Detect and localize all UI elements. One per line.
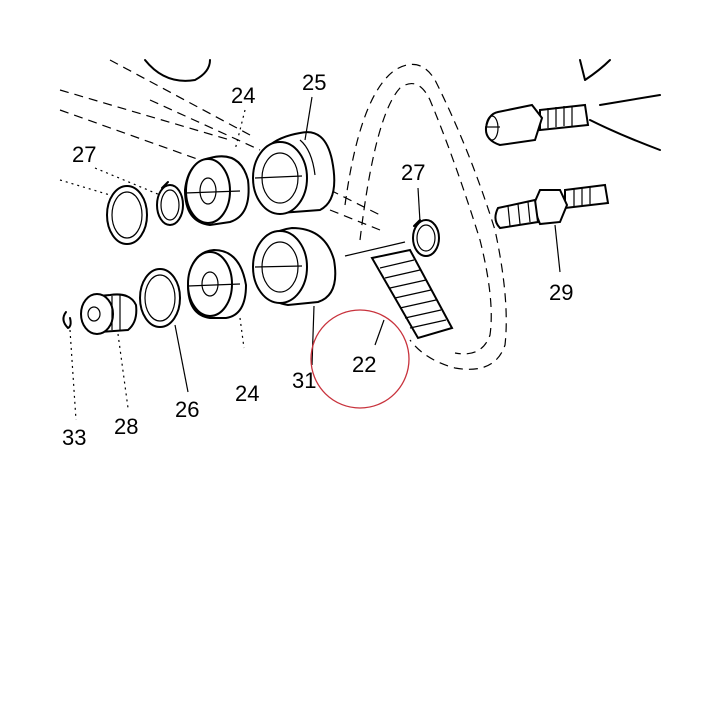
callout-33: 33 <box>62 425 86 450</box>
small-washer[interactable] <box>62 311 72 329</box>
callout-28: 28 <box>114 414 138 439</box>
right-circlip[interactable] <box>412 219 440 257</box>
callout-22: 22 <box>352 352 376 377</box>
lower-idler-pulley[interactable] <box>252 226 337 307</box>
lower-bearing-spacer[interactable] <box>186 248 248 319</box>
lower-shoulder-bolt[interactable] <box>80 293 138 335</box>
upper-threaded-stud[interactable] <box>484 103 590 147</box>
leader-lines <box>59 96 561 421</box>
callout-25: 25 <box>302 70 326 95</box>
upper-tensioner-pulley[interactable] <box>252 131 336 215</box>
callout-26: 26 <box>175 397 199 422</box>
lower-threaded-stud[interactable] <box>494 183 610 230</box>
callout-24-lower: 24 <box>235 381 259 406</box>
callout-labels: 27 24 25 27 29 22 31 24 26 28 33 <box>62 70 573 450</box>
callout-29: 29 <box>549 280 573 305</box>
callout-27-right: 27 <box>401 160 425 185</box>
callout-24-upper: 24 <box>231 83 255 108</box>
upper-large-circlip[interactable] <box>106 185 148 245</box>
callout-31: 31 <box>292 368 316 393</box>
timing-belt-outline <box>344 63 507 370</box>
lower-circlip[interactable] <box>139 268 181 328</box>
callout-27-upper-left: 27 <box>72 142 96 167</box>
toothed-belt-segment[interactable] <box>344 241 454 340</box>
upper-small-circlip[interactable] <box>156 181 184 226</box>
highlight-circle <box>310 309 410 409</box>
upper-bearing-spacer[interactable] <box>183 155 250 227</box>
background-casing-lines <box>59 59 661 231</box>
